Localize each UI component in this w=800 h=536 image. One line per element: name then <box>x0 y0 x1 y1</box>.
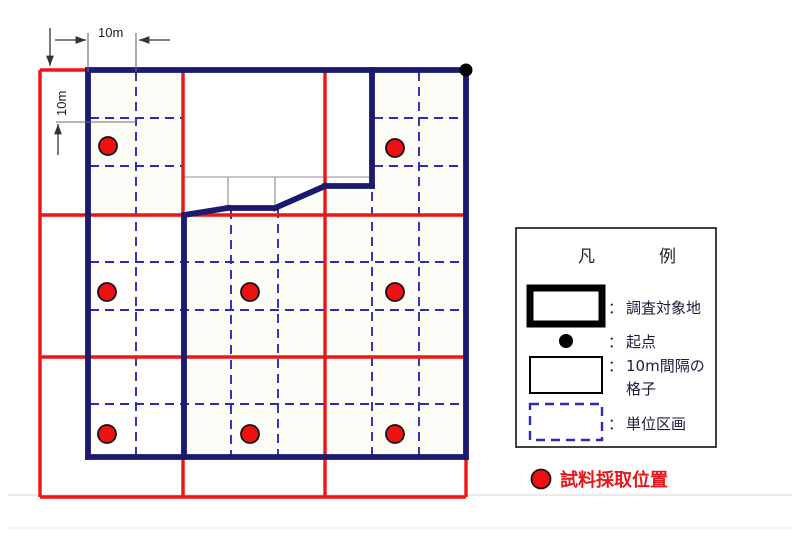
legend-label-grid-10m-line2: 格子 <box>626 380 656 398</box>
legend-symbol-thick-rectangle <box>526 284 606 328</box>
sample-point-3[interactable] <box>97 282 117 302</box>
dimension-label-vertical: 10m <box>54 91 69 116</box>
legend-item-unit-block: ： 単位区画 <box>528 402 686 442</box>
sample-point-5[interactable] <box>385 282 405 302</box>
legend-symbol-dashed-rectangle <box>528 402 604 442</box>
legend-separator-2: ： <box>608 333 623 351</box>
legend-symbol-thin-rectangle <box>529 356 603 394</box>
legend-label-origin-point: 起点 <box>626 333 656 351</box>
legend-label-grid-10m: 10m間隔の <box>626 357 705 375</box>
legend-separator-4: ： <box>608 415 623 433</box>
sample-point-7[interactable] <box>240 424 260 444</box>
sample-point-6[interactable] <box>97 424 117 444</box>
sample-points <box>97 136 405 444</box>
sample-point-2[interactable] <box>385 138 405 158</box>
legend-title: 凡 例 <box>578 247 686 267</box>
legend-separator-1: ： <box>608 299 623 317</box>
sample-point-1[interactable] <box>98 136 118 156</box>
legend-label-survey-target-site: 調査対象地 <box>626 299 701 317</box>
dimension-horizontal-10m: 10m <box>55 25 170 72</box>
sample-point-8[interactable] <box>385 424 405 444</box>
unit-block-grid <box>90 72 464 455</box>
dimension-label-horizontal: 10m <box>98 25 123 40</box>
sample-point-caption: 試料採取位置 <box>530 468 668 491</box>
caption-red-circle-icon <box>530 468 552 490</box>
legend-separator-3: ： <box>608 357 623 375</box>
site-boundary-segments <box>85 67 469 460</box>
legend-item-grid-10m: ： 10m間隔の 格子 <box>529 356 705 398</box>
origin-point-marker <box>459 63 473 77</box>
legend-item-origin-point: ： 起点 <box>559 333 656 351</box>
legend-item-survey-target-site: ： 調査対象地 <box>526 284 701 328</box>
legend-label-unit-block: 単位区画 <box>626 415 686 433</box>
caption-label: 試料採取位置 <box>560 469 668 491</box>
sample-point-4[interactable] <box>240 282 260 302</box>
legend-panel: 凡 例 ： 調査対象地 ： 起点 ： 10m間隔の 格子 <box>515 227 717 448</box>
legend-symbol-filled-dot <box>559 334 573 348</box>
dimension-vertical-10m: 10m <box>46 28 136 155</box>
